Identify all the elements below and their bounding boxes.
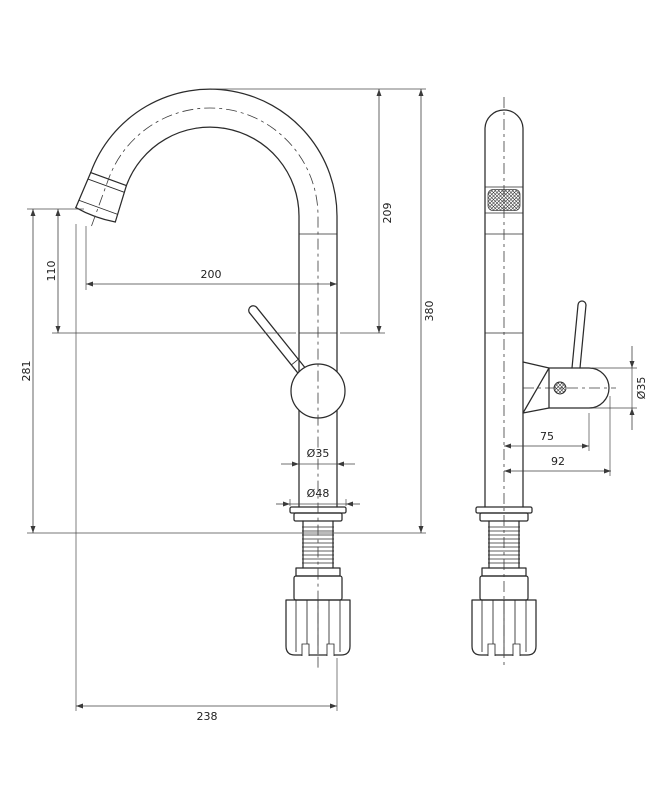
side-view [471,109,610,657]
handle-lever [248,306,306,374]
nozzle-seam [78,199,119,215]
spout-inner-edge [125,126,300,508]
dim-outlet-drop-label: 110 [45,261,58,282]
spout-outer-edge [90,88,338,508]
dim-base-diameter-label: Ø48 [307,487,330,500]
body-outline [484,109,524,508]
dim-handle-reach-label: 92 [551,455,565,468]
front-view [75,88,351,657]
dim-body-diameter-label: Ø35 [307,447,330,460]
dim-total-height-label: 380 [423,301,436,322]
dim-spout-rise-label: 209 [381,203,394,224]
dim-handle-offset-label: 75 [540,430,554,443]
lever-side-cap [577,300,587,306]
dimension-lines: 281 110 200 209 380 Ø35 Ø48 238 75 92 Ø3… [20,88,648,723]
faucet-outlines [75,88,610,657]
handle-boss [522,361,550,414]
dim-spout-reach-label: 200 [201,268,222,281]
nozzle-end-cap [75,206,116,223]
dim-handle-diameter-label: Ø35 [635,377,648,400]
dim-total-depth-label: 238 [197,710,218,723]
spout-tip-seam [88,178,125,193]
dim-outlet-height-label: 281 [20,361,33,382]
lever-side [571,304,587,369]
lever-cap [248,305,258,314]
front-centerline [91,107,319,668]
centerlines [91,97,616,668]
lever-seam [291,358,299,366]
spout-nozzle-sides [75,171,128,223]
